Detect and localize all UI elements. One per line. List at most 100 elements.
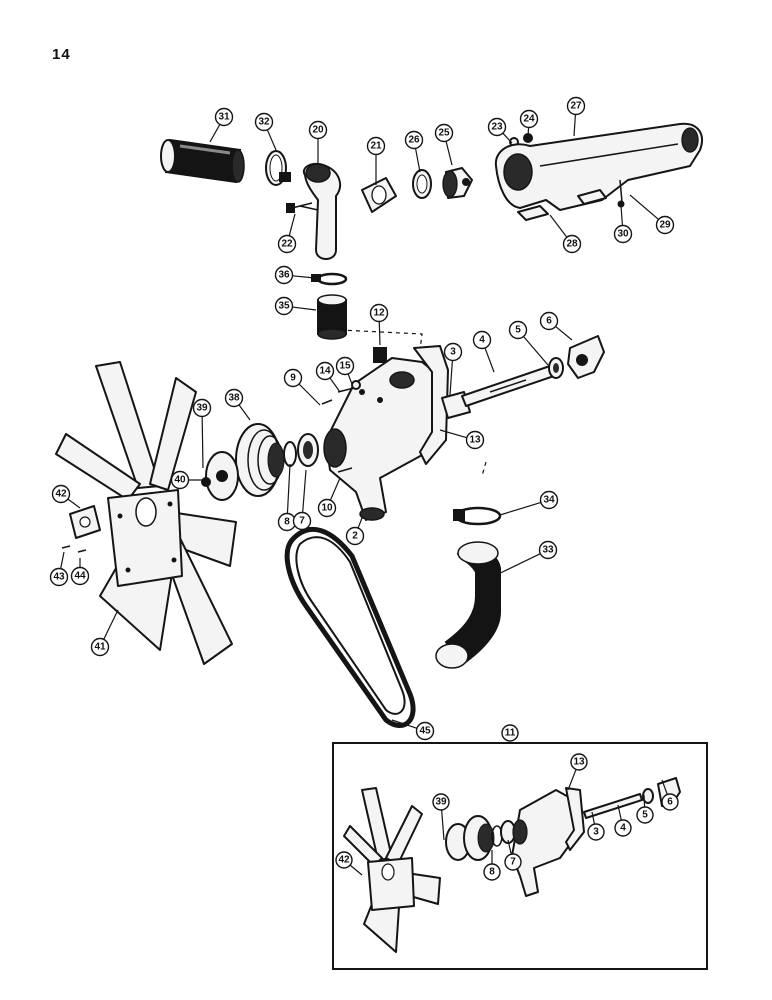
callout-circle-34 xyxy=(539,490,559,510)
leader-line-9 xyxy=(298,383,321,406)
callout-label-32: 32 xyxy=(258,117,270,128)
callout-label-43: 43 xyxy=(53,572,65,583)
callout-circle-21 xyxy=(366,136,386,156)
callout-20: 20 xyxy=(308,120,328,165)
callout-label-39: 39 xyxy=(196,403,208,414)
callout-circle-22 xyxy=(277,234,297,254)
callout-33: 33 xyxy=(489,540,558,579)
callout-45: 45 xyxy=(391,719,435,741)
leader-line-43 xyxy=(60,551,65,569)
leader-line-4 xyxy=(484,347,495,373)
callout-circle-7 xyxy=(292,511,312,531)
leader-line-28 xyxy=(549,214,568,238)
callout-label-2: 2 xyxy=(352,531,358,542)
leader-line-30 xyxy=(620,204,624,226)
hose-35 xyxy=(317,294,347,340)
leader-line-3 xyxy=(591,811,596,825)
callout-41: 41 xyxy=(90,609,119,657)
callout-label-6: 6 xyxy=(667,797,673,808)
leader-line-13 xyxy=(439,429,467,439)
callout-circle-3 xyxy=(443,342,463,362)
snap-ring-8 xyxy=(283,441,297,467)
leader-line-5 xyxy=(643,794,646,808)
callout-13: 13 xyxy=(439,429,485,450)
leader-line-42 xyxy=(67,498,81,509)
callout-label-3: 3 xyxy=(593,827,599,838)
leader-line-22 xyxy=(288,213,296,236)
callout-label-24: 24 xyxy=(523,114,535,125)
callout-39: 39 xyxy=(192,398,212,469)
callout-15: 15 xyxy=(335,356,355,385)
callout-label-22: 22 xyxy=(281,239,293,250)
callout-9: 9 xyxy=(283,368,321,406)
inset-title-callout: 11 xyxy=(501,724,519,742)
callout-label-28: 28 xyxy=(566,239,578,250)
callout-label-5: 5 xyxy=(642,810,648,821)
callout-5: 5 xyxy=(508,320,549,366)
callout-label-33: 33 xyxy=(542,545,554,556)
callout-42: 42 xyxy=(335,851,363,876)
callout-circle-5 xyxy=(508,320,528,340)
callout-circle-15 xyxy=(335,356,355,376)
callout-2: 2 xyxy=(345,517,365,546)
leader-line-27 xyxy=(573,114,577,137)
leader-line-5 xyxy=(523,336,549,366)
callout-circle-6 xyxy=(539,311,559,331)
callout-3: 3 xyxy=(587,811,605,841)
inset-fan xyxy=(343,787,441,953)
leader-line-39 xyxy=(201,416,204,469)
callout-circle-2 xyxy=(345,526,365,546)
leader-line-6 xyxy=(661,779,668,795)
bolt-22 xyxy=(286,202,313,213)
callout-circle-13 xyxy=(465,430,485,450)
leader-line-13 xyxy=(567,769,577,791)
callout-label-25: 25 xyxy=(438,128,450,139)
leader-line-8 xyxy=(286,463,291,514)
leader-line-38 xyxy=(238,404,251,421)
leader-line-23 xyxy=(502,132,513,144)
callout-30: 30 xyxy=(613,204,633,244)
outlet-manifold-27 xyxy=(494,122,703,211)
callout-label-8: 8 xyxy=(489,867,495,878)
callout-35: 35 xyxy=(274,296,317,316)
leader-line-33 xyxy=(489,553,541,579)
callout-label-10: 10 xyxy=(321,503,333,514)
callout-circle-28 xyxy=(562,234,582,254)
callout-8: 8 xyxy=(483,850,501,881)
gasket-13 xyxy=(413,345,449,465)
callout-circle-7 xyxy=(504,853,522,871)
leader-line-41 xyxy=(103,609,119,640)
callout-label-23: 23 xyxy=(491,122,503,133)
callout-label-41: 41 xyxy=(94,642,106,653)
callout-21: 21 xyxy=(366,136,386,185)
callout-label-12: 12 xyxy=(373,308,385,319)
callout-circle-42 xyxy=(335,851,353,869)
leader-line-36 xyxy=(292,275,316,279)
callout-circle-42 xyxy=(51,484,71,504)
leader-line-12 xyxy=(378,321,381,346)
callout-3: 3 xyxy=(443,342,463,396)
callout-label-21: 21 xyxy=(370,141,382,152)
callout-circle-8 xyxy=(483,863,501,881)
inset-title-label: 11 xyxy=(505,728,516,739)
callout-circle-3 xyxy=(587,823,605,841)
callout-label-20: 20 xyxy=(312,125,324,136)
callout-circle-36 xyxy=(274,265,294,285)
callout-label-35: 35 xyxy=(278,301,290,312)
callout-circle-45 xyxy=(415,721,435,741)
page-number: 14 xyxy=(52,46,71,63)
callout-28: 28 xyxy=(549,214,582,254)
callout-label-6: 6 xyxy=(546,316,552,327)
callout-5: 5 xyxy=(636,794,654,824)
callout-22: 22 xyxy=(277,213,297,254)
leader-line-34 xyxy=(499,501,542,516)
leader-line-7 xyxy=(302,469,307,513)
thermostat-25 xyxy=(442,167,473,199)
callout-circle-25 xyxy=(434,123,454,143)
callout-44: 44 xyxy=(70,558,90,586)
callout-label-13: 13 xyxy=(573,757,585,768)
callout-label-38: 38 xyxy=(228,393,240,404)
callout-label-7: 7 xyxy=(299,516,305,527)
